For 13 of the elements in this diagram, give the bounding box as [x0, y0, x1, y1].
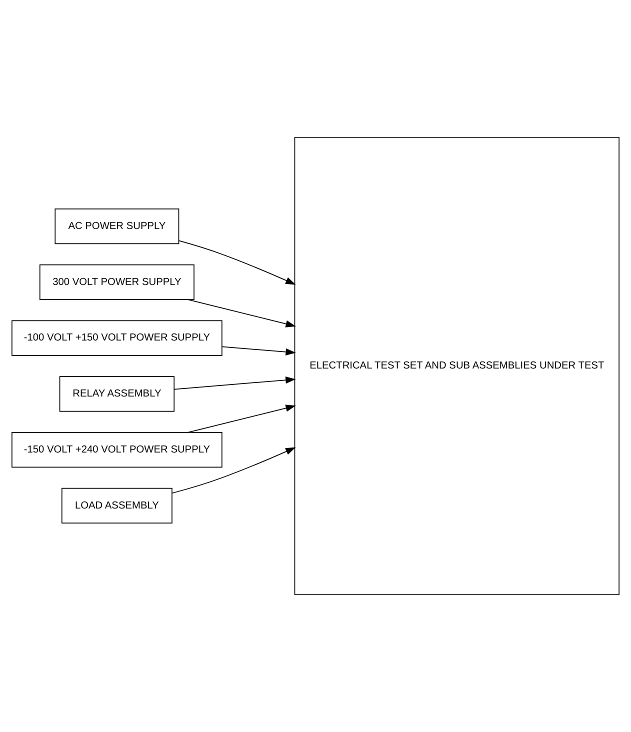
- node-box: 300 VOLT POWER SUPPLY: [39, 264, 194, 300]
- node-box: RELAY ASSEMBLY: [59, 376, 175, 412]
- arrow: [222, 346, 296, 356]
- arrow: [187, 299, 296, 328]
- arrow: [174, 376, 296, 390]
- node-box: -100 VOLT +150 VOLT POWER SUPPLY: [12, 320, 222, 356]
- arrow: [178, 240, 296, 285]
- arrow: [172, 447, 296, 494]
- node-box: -150 VOLT +240 VOLT POWER SUPPLY: [12, 432, 222, 468]
- arrow: [187, 404, 296, 433]
- node-box: AC POWER SUPPLY: [54, 208, 180, 244]
- node-box: ELECTRICAL TEST SET AND SUB ASSEMBLIES UNDER TEST: [294, 136, 620, 596]
- node-box: LOAD ASSEMBLY: [61, 488, 172, 524]
